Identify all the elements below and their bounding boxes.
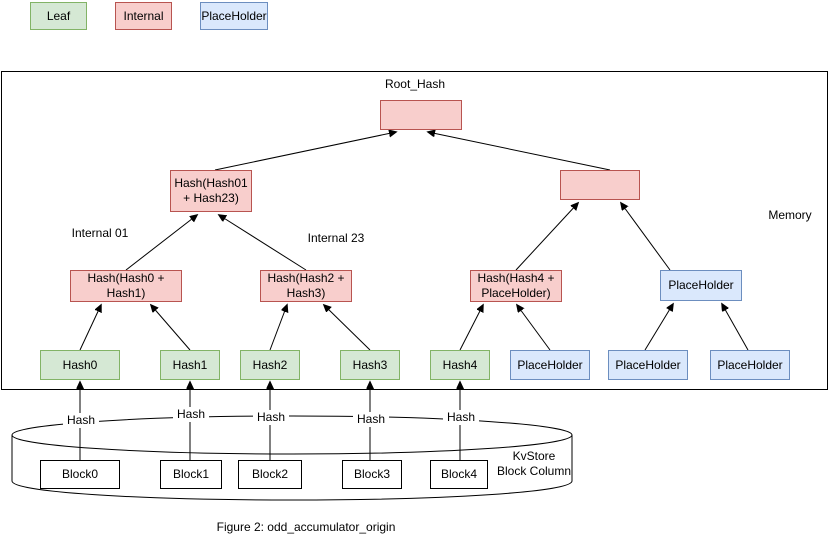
- node-hash4-placeholder: Hash(Hash4 + PlaceHolder): [470, 270, 562, 302]
- leaf-hash3: Hash3: [340, 350, 400, 380]
- upper-to-root-edges: [214, 132, 611, 171]
- hash-edge-label-0: Hash: [63, 413, 99, 428]
- hash-edge-label-3: Hash: [353, 412, 389, 427]
- block-block2: Block2: [238, 460, 302, 489]
- kvstore-label-line2: Block Column: [496, 464, 572, 478]
- figure-caption: Figure 2: odd_accumulator_origin: [216, 520, 396, 534]
- block-block0: Block0: [40, 460, 120, 489]
- leaf-placeholder-1: PlaceHolder: [510, 350, 590, 380]
- internal-to-upper-edges: [125, 203, 671, 271]
- leaf-placeholder-3: PlaceHolder: [710, 350, 790, 380]
- block-block1: Block1: [160, 460, 222, 489]
- legend-box-placeholder: PlaceHolder: [200, 2, 268, 30]
- node-hash0-hash1: Hash(Hash0 + Hash1): [70, 270, 182, 302]
- hash-edge-label-2: Hash: [253, 410, 289, 425]
- leaf-hash2: Hash2: [240, 350, 300, 380]
- node-hash2-hash3: Hash(Hash2 + Hash3): [260, 270, 352, 302]
- hash-edge-label-1: Hash: [173, 407, 209, 422]
- legend-box-internal: Internal: [115, 2, 172, 30]
- kvstore-cylinder: [11, 415, 573, 501]
- kvstore-label: KvStore Block Column: [488, 449, 580, 479]
- memory-label: Memory: [768, 208, 812, 222]
- node-hash01-hash23: Hash(Hash01 + Hash23): [170, 170, 252, 212]
- block-block4: Block4: [430, 460, 488, 489]
- leaf-placeholder-2: PlaceHolder: [608, 350, 688, 380]
- node-internal-right: [560, 170, 640, 200]
- legend-box-leaf: Leaf: [30, 2, 87, 30]
- block-block3: Block3: [342, 460, 402, 489]
- kvstore-label-line1: KvStore: [512, 449, 556, 463]
- leaf-hash0: Hash0: [40, 350, 120, 380]
- hash-edge-label-4: Hash: [443, 410, 479, 425]
- node-root-hash: [380, 100, 462, 130]
- root-hash-label: Root_Hash: [384, 77, 446, 91]
- leaf-hash4: Hash4: [430, 350, 490, 380]
- memory-box: [1, 71, 828, 390]
- internal-01-label: Internal 01: [71, 226, 129, 240]
- internal-23-label: Internal 23: [307, 231, 365, 245]
- leaf-to-internal-edges: [79, 304, 749, 351]
- node-placeholder-internal: PlaceHolder: [660, 270, 742, 301]
- leaf-hash1: Hash1: [160, 350, 220, 380]
